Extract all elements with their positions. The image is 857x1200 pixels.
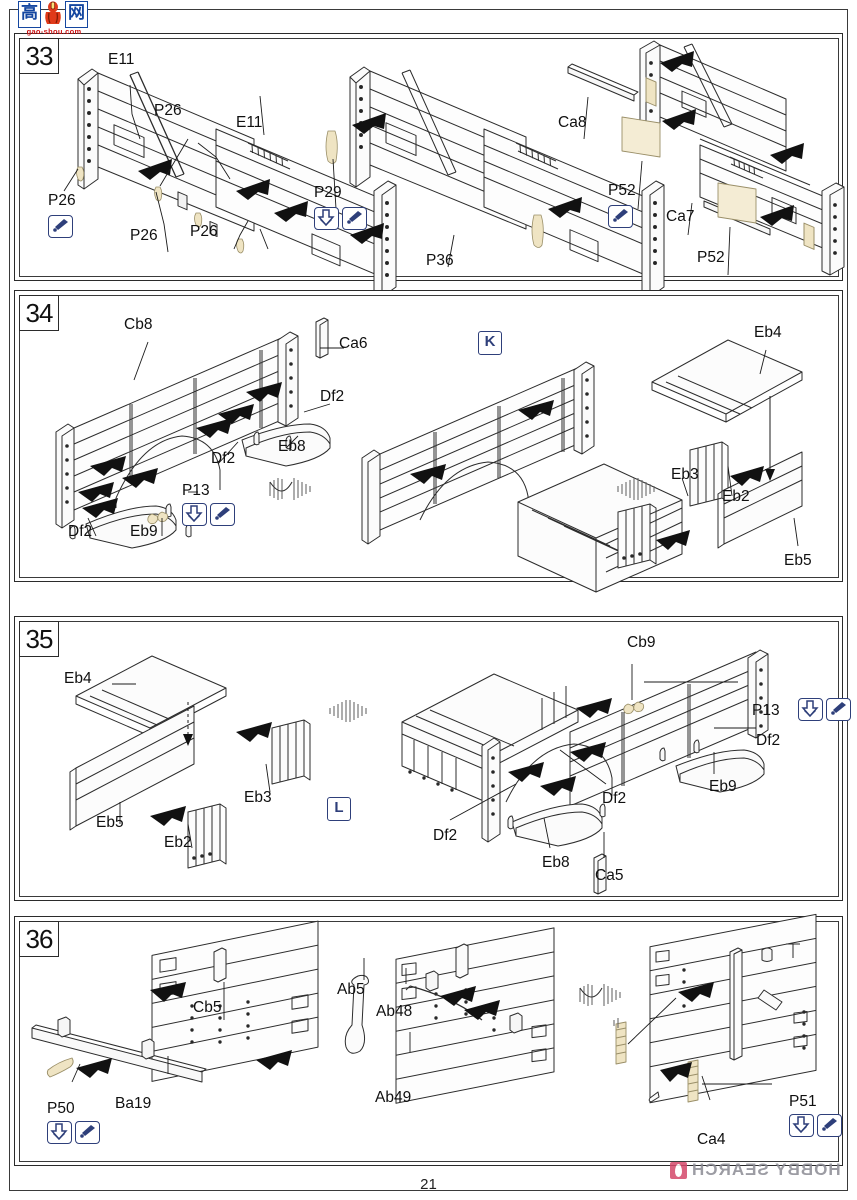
symbol-group-33a <box>48 215 73 238</box>
part-label-p50: P50 <box>47 1100 75 1117</box>
step-36-group: 36 <box>14 913 843 1166</box>
part-label-p26-2: P26 <box>48 192 76 209</box>
logo-char-wang: 网 <box>65 0 88 28</box>
page-number: 21 <box>420 1176 437 1193</box>
symbol-group-36a <box>47 1121 100 1144</box>
press-down-arrow-icon <box>314 207 339 230</box>
step-number-35: 35 <box>19 621 59 657</box>
symbol-group-35b <box>798 698 851 721</box>
part-label-eb4: Eb4 <box>754 324 782 341</box>
part-label-p36: P36 <box>426 252 454 269</box>
part-label-p52: P52 <box>608 182 636 199</box>
part-label-eb5-2: Eb5 <box>96 814 124 831</box>
key-letter-k: K <box>478 331 502 355</box>
step-35-group: 35 <box>14 616 851 901</box>
step-number-34: 34 <box>19 295 59 331</box>
part-label-ab48: Ab48 <box>376 1003 413 1020</box>
press-down-arrow-icon-3 <box>182 503 207 526</box>
part-label-eb2-2: Eb2 <box>164 834 192 851</box>
step-34-panel: 34 <box>19 295 839 593</box>
part-label-df2-3: Df2 <box>68 523 93 540</box>
part-label-ca8: Ca8 <box>558 114 587 131</box>
part-label-eb2: Eb2 <box>722 488 750 505</box>
part-label-eb3-2: Eb3 <box>244 789 272 806</box>
part-label-ba19: Ba19 <box>115 1095 152 1112</box>
part-label-eb8-2: Eb8 <box>542 854 570 871</box>
part-label-eb9: Eb9 <box>130 523 158 540</box>
part-label-ca4: Ca4 <box>697 1131 726 1148</box>
part-label-ab49: Ab49 <box>375 1089 412 1106</box>
part-label-df2-6: Df2 <box>433 827 458 844</box>
part-label-p52-2: P52 <box>697 249 725 266</box>
part-label-cb8: Cb8 <box>124 316 153 333</box>
step-33-group: 33 <box>14 33 845 298</box>
step-36-panel: 36 <box>19 913 842 1162</box>
logo-characters: 高 网 <box>18 0 90 28</box>
press-down-arrow-icon-5 <box>47 1121 72 1144</box>
part-label-df2-4: Df2 <box>756 732 781 749</box>
glue-brush-icon-2 <box>342 207 367 230</box>
part-label-p26: P26 <box>154 102 182 119</box>
part-label-e11-2: E11 <box>236 114 263 131</box>
part-label-eb4-2: Eb4 <box>64 670 92 687</box>
press-down-arrow-icon-4 <box>798 698 823 721</box>
step-number-33: 33 <box>19 38 59 74</box>
glue-brush-icon-3 <box>608 205 633 228</box>
part-label-cb9: Cb9 <box>627 634 656 651</box>
part-label-p26-3: P26 <box>130 227 158 244</box>
glue-brush-icon-4 <box>210 503 235 526</box>
key-letter-l: L <box>327 797 351 821</box>
flame-icon <box>670 1161 688 1179</box>
part-label-ca7: Ca7 <box>666 208 695 225</box>
press-down-arrow-icon-6 <box>789 1114 814 1137</box>
hobby-search-watermark: HOBBY SEARCH <box>670 1159 841 1181</box>
part-label-eb9-2: Eb9 <box>709 778 737 795</box>
part-label-e11: E11 <box>108 51 135 68</box>
logo-url: gao-shou.com <box>26 27 82 36</box>
symbol-group-33b <box>314 207 367 230</box>
part-label-eb5: Eb5 <box>784 552 812 569</box>
part-label-ca5: Ca5 <box>595 867 624 884</box>
part-label-eb8: Eb8 <box>278 438 306 455</box>
part-label-p29: P29 <box>314 184 342 201</box>
step-36-drawing <box>20 913 838 1161</box>
part-label-df2-5: Df2 <box>602 790 627 807</box>
step-35-panel: 35 <box>19 621 851 897</box>
part-label-eb3: Eb3 <box>671 466 699 483</box>
logo-char-gao: 高 <box>18 0 41 28</box>
step-33-panel: 33 <box>19 38 845 298</box>
step-34-group: 34 <box>14 290 843 593</box>
part-label-ab5: Ab5 <box>337 981 365 998</box>
symbol-group-34a <box>182 503 235 526</box>
page-outer-border <box>9 9 848 1191</box>
glue-brush-icon-5 <box>826 698 851 721</box>
part-label-p13-2: P13 <box>752 702 780 719</box>
symbol-group-33c <box>608 205 633 228</box>
symbol-group-36c <box>789 1114 842 1137</box>
step-number-36: 36 <box>19 921 59 957</box>
part-label-ca6: Ca6 <box>339 335 368 352</box>
part-label-p13: P13 <box>182 482 210 499</box>
glue-brush-icon-7 <box>817 1114 842 1137</box>
glue-brush-icon-6 <box>75 1121 100 1144</box>
step-35-drawing <box>20 622 838 896</box>
part-label-p26-4: P26 <box>190 223 218 240</box>
part-label-df2: Df2 <box>320 388 345 405</box>
part-label-p51: P51 <box>789 1093 817 1110</box>
gaoshou-watermark-logo: 高 网 gao-shou.com <box>18 0 90 40</box>
hand-icon <box>42 1 64 27</box>
part-label-df2-2: Df2 <box>211 450 236 467</box>
part-label-cb5: Cb5 <box>193 999 222 1016</box>
glue-brush-icon <box>48 215 73 238</box>
